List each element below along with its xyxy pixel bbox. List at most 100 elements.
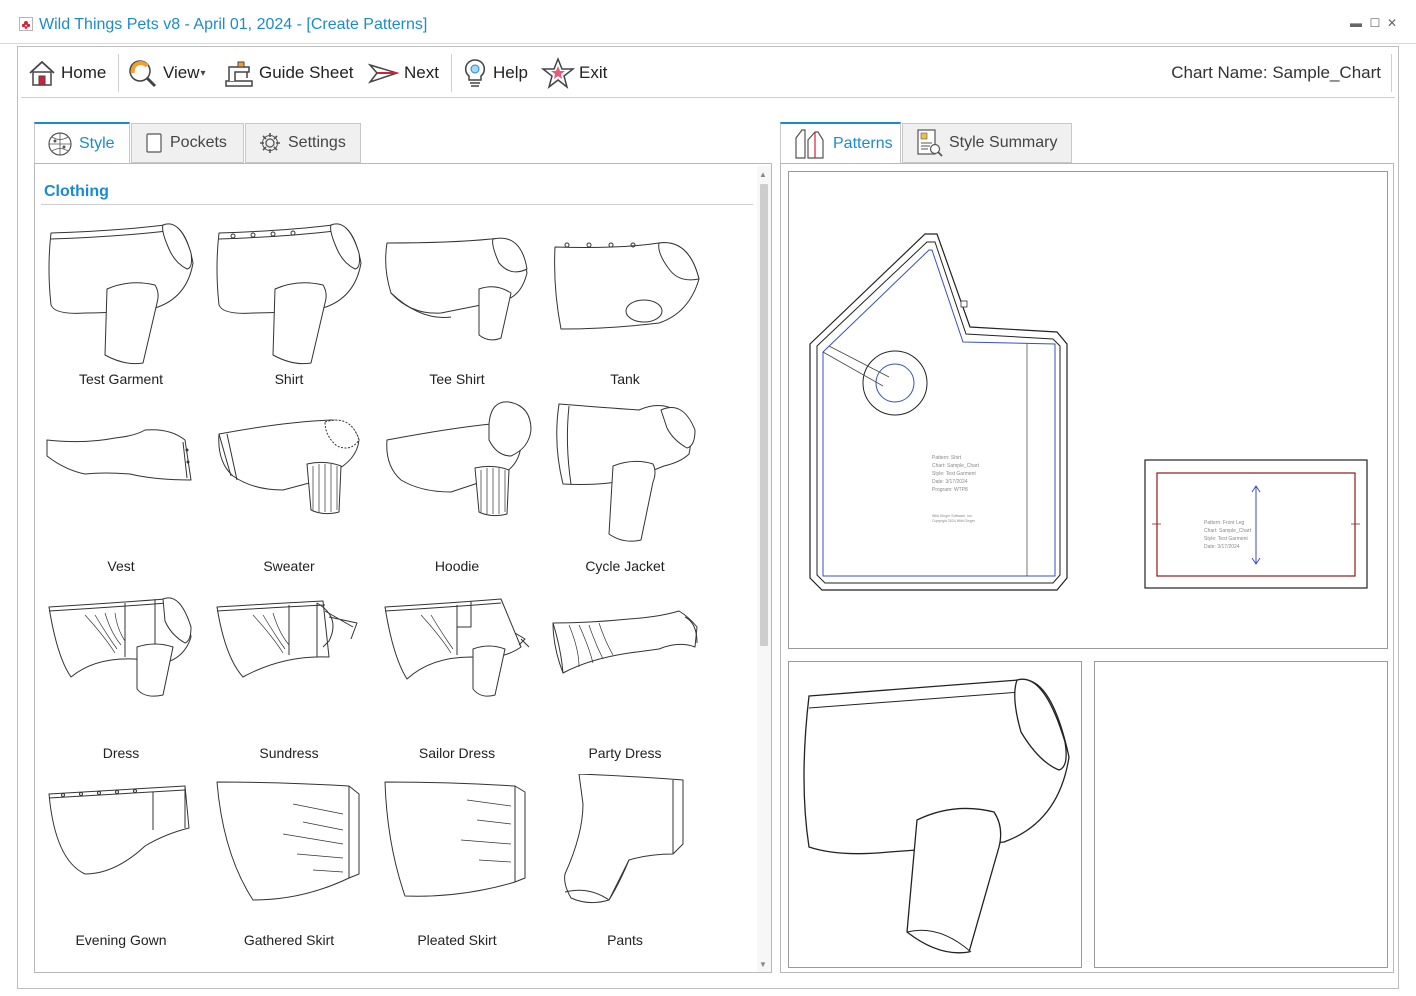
close-icon[interactable]: ✕ — [1386, 16, 1398, 30]
help-button[interactable]: Help — [461, 48, 528, 98]
next-button[interactable]: Next — [368, 48, 439, 98]
garment-item-pleated-skirt[interactable]: Pleated Skirt — [373, 768, 541, 955]
garment-item-dress[interactable]: Dress — [37, 581, 205, 768]
title-bar: Wild Things Pets v8 - April 01, 2024 - [… — [0, 0, 1416, 44]
maximize-icon[interactable]: ☐ — [1369, 16, 1381, 30]
chart-name-label: Chart Name: Sample_Chart — [1171, 63, 1381, 82]
garment-thumbnail-image — [385, 237, 528, 341]
garment-item-vest[interactable]: Vest — [37, 394, 205, 581]
guide-sheet-label: Guide Sheet — [259, 63, 354, 82]
star-icon — [541, 57, 575, 89]
magnifier-icon — [129, 60, 157, 88]
garment-preview — [788, 661, 1082, 968]
gear-icon — [260, 133, 280, 153]
tab-style-summary-label: Style Summary — [949, 134, 1058, 151]
garment-item-label: Dress — [102, 745, 140, 761]
test-garment-preview-image — [803, 678, 1070, 954]
garment-item-sailor-dress[interactable]: Sailor Dress — [373, 581, 541, 768]
help-label: Help — [493, 63, 528, 82]
scroll-thumb[interactable] — [760, 184, 768, 646]
toolbar-separator — [1391, 54, 1392, 92]
toolbar: Home View ▾ Guide Sheet Next — [21, 48, 1395, 98]
lightbulb-icon — [464, 59, 486, 87]
garment-item-test-garment[interactable]: Test Garment — [37, 207, 205, 394]
garment-thumbnail-image — [48, 785, 190, 875]
home-label: Home — [61, 63, 107, 82]
garment-item-label: Vest — [107, 558, 135, 574]
pattern-leg-line: Chart: Sample_Chart — [1204, 528, 1252, 534]
garment-item-label: Test Garment — [78, 371, 164, 387]
garment-item-label: Sweater — [263, 558, 315, 574]
toolbar-separator — [118, 54, 119, 92]
garment-item-evening-gown[interactable]: Evening Gown — [37, 768, 205, 955]
garment-item-label: Pants — [607, 932, 643, 948]
tab-style-summary[interactable]: Style Summary — [902, 123, 1072, 163]
garment-item-sundress[interactable]: Sundress — [205, 581, 373, 768]
pocket-icon — [146, 133, 162, 153]
garment-thumbnail-image — [564, 774, 684, 904]
tab-pockets-label: Pockets — [170, 134, 227, 151]
view-dropdown-icon: ▾ — [200, 67, 206, 79]
tab-patterns-label: Patterns — [833, 134, 893, 152]
minimize-icon[interactable]: ▬ — [1350, 16, 1362, 30]
garment-item-label: Tank — [610, 371, 640, 387]
app-logo-icon — [19, 17, 33, 31]
home-button[interactable]: Home — [27, 48, 106, 98]
garment-thumbnail-image — [48, 597, 192, 697]
tab-patterns[interactable]: Patterns — [780, 122, 901, 164]
pattern-body-line: Chart: Sample_Chart — [932, 463, 980, 469]
pattern-layout-view[interactable]: Pattern: Shirt Chart: Sample_Chart Style… — [788, 171, 1388, 649]
garment-thumbnail-image — [48, 223, 194, 365]
garment-item-label: Cycle Jacket — [585, 558, 665, 574]
garment-thumbnail-image — [552, 610, 698, 674]
garment-item-label: Shirt — [274, 371, 304, 387]
tab-settings-label: Settings — [288, 134, 346, 151]
view-label: View — [163, 63, 200, 82]
garment-thumbnail-image — [384, 598, 530, 697]
next-arrow-icon — [368, 63, 400, 84]
patterns-panel: Pattern: Shirt Chart: Sample_Chart Style… — [780, 163, 1394, 973]
exit-button[interactable]: Exit — [541, 48, 607, 98]
pattern-leg-line: Date: 3/17/2024 — [1204, 544, 1240, 550]
home-icon — [29, 60, 55, 86]
garment-thumbnail-image — [218, 419, 360, 515]
garment-item-label: Hoodie — [434, 558, 480, 574]
view-button[interactable]: View ▾ — [127, 48, 206, 98]
garment-item-tank[interactable]: Tank — [541, 207, 709, 394]
guide-sheet-button[interactable]: Guide Sheet — [223, 48, 354, 98]
garment-item-label: Pleated Skirt — [417, 932, 497, 948]
garment-thumbnail-image — [216, 781, 360, 901]
garment-item-tee-shirt[interactable]: Tee Shirt — [373, 207, 541, 394]
secondary-preview — [1094, 661, 1388, 968]
garment-thumbnail-image — [554, 242, 700, 330]
tab-pockets[interactable]: Pockets — [131, 123, 244, 163]
pattern-layout-canvas: Pattern: Shirt Chart: Sample_Chart Style… — [809, 233, 1368, 591]
garment-item-party-dress[interactable]: Party Dress — [541, 581, 709, 768]
garment-thumbnail-image — [216, 223, 362, 365]
garment-thumbnail-image — [556, 403, 696, 542]
tab-style-label: Style — [79, 134, 115, 152]
tab-settings[interactable]: Settings — [245, 123, 361, 163]
garment-thumbnail-image — [216, 600, 358, 678]
garment-thumbnail-image — [386, 401, 532, 517]
garment-item-shirt[interactable]: Shirt — [205, 207, 373, 394]
scroll-up-icon[interactable]: ▲ — [759, 170, 767, 179]
pattern-body-credit: Wild Ginger Software, Inc. — [932, 514, 973, 518]
garment-item-pants[interactable]: Pants — [541, 768, 709, 955]
gallery-scrollbar[interactable]: ▲ ▼ — [757, 166, 771, 972]
garment-thumbnail-image — [46, 429, 192, 481]
garment-item-gathered-skirt[interactable]: Gathered Skirt — [205, 768, 373, 955]
garment-thumbnail-image — [384, 781, 526, 897]
tab-style[interactable]: Style — [34, 122, 130, 164]
garment-item-cycle-jacket[interactable]: Cycle Jacket — [541, 394, 709, 581]
pattern-body-line: Program: WTP8 — [932, 487, 968, 493]
pattern-body-line: Pattern: Shirt — [932, 455, 962, 461]
pattern-body-line: Style: Test Garment — [932, 471, 976, 477]
garment-item-sweater[interactable]: Sweater — [205, 394, 373, 581]
window-title: Wild Things Pets v8 - April 01, 2024 - [… — [39, 16, 428, 33]
scroll-down-icon[interactable]: ▼ — [759, 960, 767, 969]
garment-item-hoodie[interactable]: Hoodie — [373, 394, 541, 581]
pattern-leg-line: Pattern: Front Leg — [1204, 520, 1245, 526]
garment-item-label: Sailor Dress — [418, 745, 496, 761]
